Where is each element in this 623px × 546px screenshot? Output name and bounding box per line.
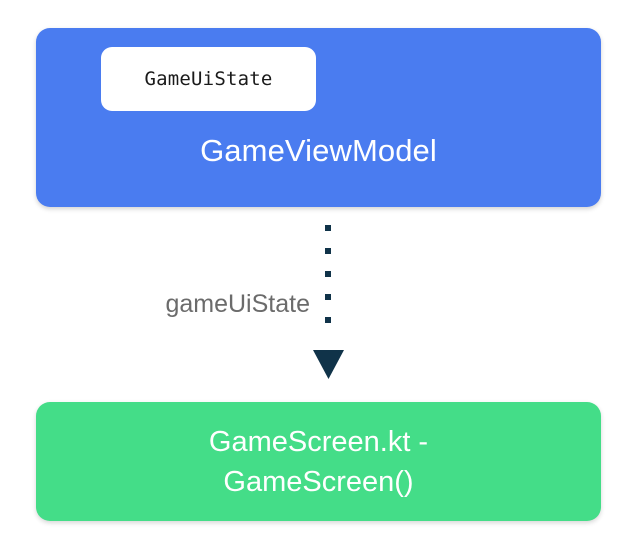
node-game-screen[interactable]: GameScreen.kt - GameScreen() <box>36 402 601 521</box>
node-game-screen-label-line-2: GameScreen() <box>223 465 414 498</box>
node-game-screen-label-line-1: GameScreen.kt - <box>208 425 429 458</box>
arrowhead-icon <box>313 350 344 379</box>
state-chip-label: GameUiState <box>144 68 273 90</box>
state-chip-game-ui-state[interactable]: GameUiState <box>101 47 316 111</box>
node-game-view-model[interactable]: GameUiState GameViewModel <box>36 28 601 207</box>
node-game-view-model-label: GameViewModel <box>200 133 437 168</box>
edge-dotted-line <box>325 225 331 323</box>
edge-label-game-ui-state: gameUiState <box>165 290 310 318</box>
